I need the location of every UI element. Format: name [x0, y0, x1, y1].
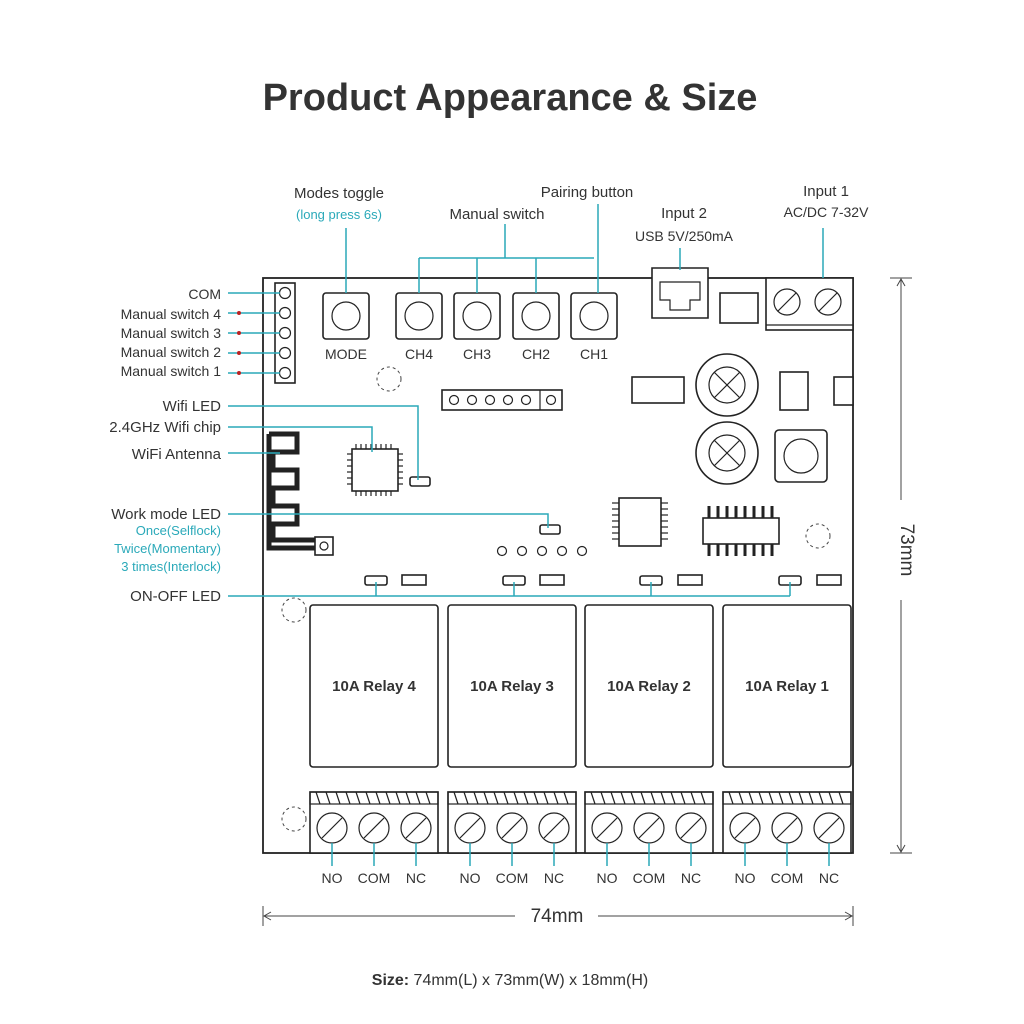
relay-1-label: 10A Relay 1 [745, 678, 829, 695]
terminal-block-1 [722, 791, 852, 866]
usb-connector [651, 267, 709, 319]
ch1-button-label: CH1 [580, 346, 608, 362]
terminal-block-4 [309, 791, 439, 866]
relay-2 [584, 604, 714, 768]
terminal-label-nc: NC [819, 870, 839, 886]
terminal-label-no: NO [735, 870, 756, 886]
power-terminal [765, 277, 854, 331]
on-off-led-label: ON-OFF LED [130, 588, 221, 605]
terminal-label-nc: NC [406, 870, 426, 886]
mounting-hole [805, 523, 831, 549]
width-dimension: 74mm [531, 906, 584, 927]
terminal-block-3 [447, 791, 577, 866]
relay-3-label: 10A Relay 3 [470, 678, 554, 695]
ic-chip [612, 497, 668, 547]
smd-component [401, 574, 427, 586]
relay-1 [722, 604, 852, 768]
com-label: COM [188, 286, 221, 302]
work-mode-led-label: Work mode LED [111, 506, 221, 523]
manual-switch-4-label: Manual switch 4 [121, 306, 222, 322]
manual-switch-label: Manual switch [449, 206, 544, 223]
mounting-hole [281, 806, 307, 832]
wifi-antenna-label: WiFi Antenna [132, 446, 222, 463]
relay-3 [447, 604, 577, 768]
relay-4-label: 10A Relay 4 [332, 678, 416, 695]
input2-spec: USB 5V/250mA [635, 228, 734, 244]
wifi-chip-label: 2.4GHz Wifi chip [109, 419, 221, 436]
manual-switch-1-label: Manual switch 1 [121, 363, 222, 379]
manual-switch-2-label: Manual switch 2 [121, 344, 222, 360]
smd-component [816, 574, 842, 586]
input1-spec: AC/DC 7-32V [784, 204, 869, 220]
manual-switch-3-label: Manual switch 3 [121, 325, 222, 341]
relay-4 [309, 604, 439, 768]
smd-component [833, 376, 854, 406]
modes-toggle-note: (long press 6s) [296, 207, 382, 222]
size-value: 74mm(L) x 73mm(W) x 18mm(H) [409, 972, 648, 989]
terminal-label-no: NO [597, 870, 618, 886]
pin-header [441, 389, 563, 411]
ch2-button-label: CH2 [522, 346, 550, 362]
mode-button-label: MODE [325, 346, 367, 362]
relay-2-label: 10A Relay 2 [607, 678, 691, 695]
work-mode-led [539, 524, 561, 535]
terminal-label-com: COM [358, 870, 391, 886]
mode-three-label: 3 times(Interlock) [121, 559, 221, 574]
mounting-hole [281, 597, 307, 623]
terminal-label-no: NO [460, 870, 481, 886]
smd-component [539, 574, 565, 586]
wifi-chip [347, 444, 403, 496]
modes-toggle-label: Modes toggle [294, 185, 384, 202]
driver-ic [702, 506, 780, 556]
ch4-button-label: CH4 [405, 346, 433, 362]
antenna-connector [314, 536, 334, 556]
ch4-button[interactable] [395, 292, 443, 340]
terminal-label-com: COM [496, 870, 529, 886]
terminal-label-com: COM [771, 870, 804, 886]
smd-component [631, 376, 685, 404]
mode-button[interactable] [322, 292, 370, 340]
mode-twice-label: Twice(Momentary) [114, 541, 221, 556]
terminal-label-no: NO [322, 870, 343, 886]
terminal-block-2 [584, 791, 714, 866]
height-dimension: 73mm [896, 524, 917, 577]
mode-once-label: Once(Selflock) [136, 523, 221, 538]
input2-label: Input 2 [661, 205, 707, 222]
ch3-button-label: CH3 [463, 346, 491, 362]
wifi-antenna [266, 431, 318, 551]
terminal-label-com: COM [633, 870, 666, 886]
page-title: Product Appearance & Size [263, 77, 758, 119]
mounting-hole [376, 366, 402, 392]
smd-component [719, 292, 759, 324]
terminal-label-nc: NC [681, 870, 701, 886]
fuse [695, 353, 759, 417]
pairing-button-label: Pairing button [541, 184, 634, 201]
ch3-button[interactable] [453, 292, 501, 340]
ch1-button[interactable] [570, 292, 618, 340]
smd-component [677, 574, 703, 586]
terminal-label-nc: NC [544, 870, 564, 886]
wifi-led-label: Wifi LED [163, 398, 222, 415]
fuse [695, 421, 759, 485]
smd-component [779, 371, 809, 411]
wifi-led [409, 476, 431, 487]
inductor [774, 429, 828, 483]
manual-switch-header [274, 282, 296, 384]
input1-label: Input 1 [803, 183, 849, 200]
indicator-dots [496, 545, 588, 557]
size-spec: Size: 74mm(L) x 73mm(W) x 18mm(H) [372, 972, 648, 989]
ch2-button[interactable] [512, 292, 560, 340]
output-terminals: NO COM NC NO COM NC NO COM NC NO COM NC [309, 791, 852, 886]
size-label: Size: [372, 972, 409, 989]
